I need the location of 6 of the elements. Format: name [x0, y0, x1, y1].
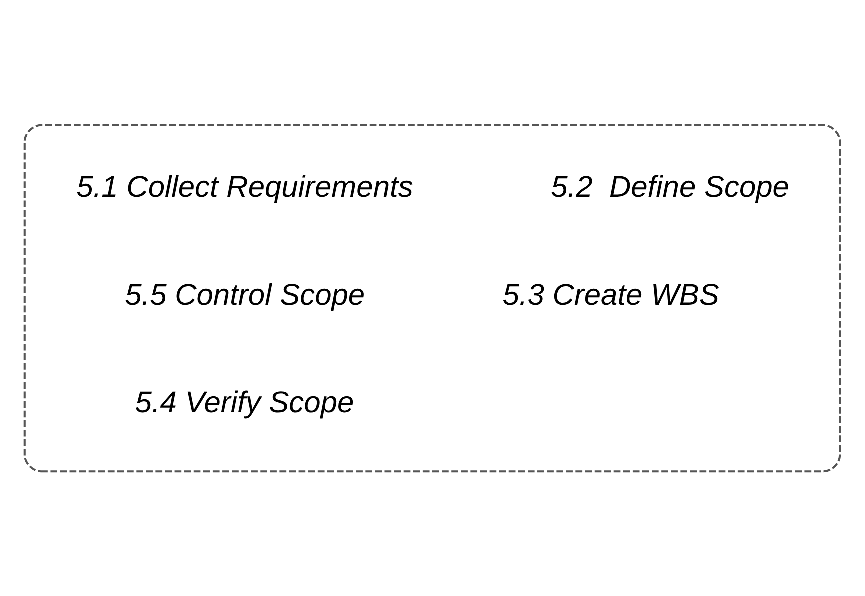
node-text: 5.1 Collect Requirements — [76, 170, 414, 204]
node-text: 5.5 Control Scope — [125, 278, 366, 312]
node-text: 5.2 Define Scope — [551, 170, 790, 204]
node-text: 5.4 Verify Scope — [135, 386, 354, 419]
node-text: 5.3 Create WBS — [502, 278, 720, 312]
cluster — [24, 124, 842, 472]
